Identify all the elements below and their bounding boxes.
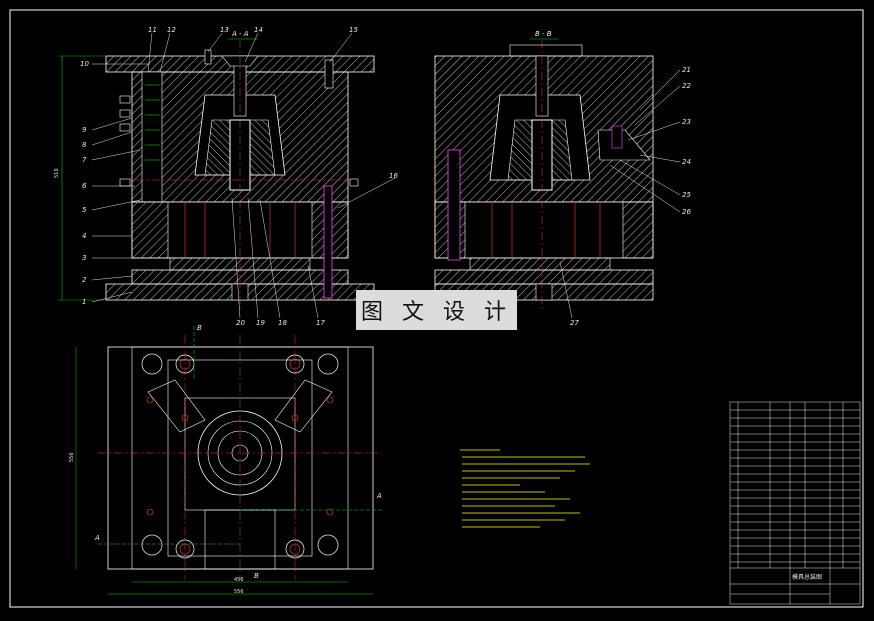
part-number: 4 xyxy=(82,232,86,240)
part-number: 22 xyxy=(682,82,691,90)
part-number: 24 xyxy=(682,158,691,166)
part-number: 12 xyxy=(167,26,176,34)
part-numbers-right: 21 22 23 24 25 26 27 xyxy=(570,66,691,327)
guide-pillar-left xyxy=(141,71,163,203)
section-mark-b: B xyxy=(197,324,202,332)
part-number: 26 xyxy=(682,208,691,216)
locating-ring xyxy=(509,44,583,57)
part-number: 23 xyxy=(682,118,691,126)
part-number: 20 xyxy=(236,319,245,327)
part-number: 3 xyxy=(82,254,86,262)
part-number: 13 xyxy=(220,26,229,34)
section-a-a: 510 A - A xyxy=(54,30,375,310)
title-block-title: 模具总装图 xyxy=(792,573,822,581)
part-number: 19 xyxy=(256,319,265,327)
part-number: 1 xyxy=(82,298,86,306)
part-number: 18 xyxy=(278,319,287,327)
plan-view: A A B B 456 556 556 xyxy=(69,324,382,595)
part-number: 2 xyxy=(82,276,87,284)
part-number: 16 xyxy=(389,172,398,180)
watermark: 图 文 设 计 xyxy=(356,290,517,330)
part-number: 8 xyxy=(82,141,87,149)
part-number: 9 xyxy=(82,126,87,134)
guide-pin-b xyxy=(447,149,461,261)
technical-notes xyxy=(460,449,590,528)
part-number: 5 xyxy=(82,206,87,214)
section-mark-b: B xyxy=(254,572,259,580)
section-label-bb: B - B xyxy=(535,30,552,38)
return-pin xyxy=(323,185,333,299)
part-number: 11 xyxy=(148,26,157,34)
part-numbers-left: 1 2 3 4 5 6 7 8 9 10 11 12 13 14 15 16 1… xyxy=(80,26,398,327)
section-b-b: B - B xyxy=(434,30,654,310)
spacer-block-left xyxy=(131,201,169,259)
part-number: 15 xyxy=(349,26,358,34)
drawing-frame xyxy=(9,9,864,608)
part-number: 25 xyxy=(682,191,691,199)
part-number: 21 xyxy=(682,66,691,74)
part-number: 10 xyxy=(80,60,89,68)
section-mark-a: A xyxy=(94,534,100,542)
dim-width-outer: 556 xyxy=(234,589,244,595)
part-number: 7 xyxy=(82,156,87,164)
part-number: 6 xyxy=(82,182,87,190)
part-number: 27 xyxy=(570,319,579,327)
leaders-right xyxy=(559,69,681,319)
dim-height-left: 510 xyxy=(54,168,60,178)
part-number: 17 xyxy=(316,319,325,327)
leaders-left xyxy=(91,32,396,319)
dim-width-inner: 456 xyxy=(234,577,244,583)
parts-list xyxy=(729,401,861,605)
dim-height-plan: 556 xyxy=(69,452,75,462)
section-mark-a: A xyxy=(376,492,382,500)
part-number: 14 xyxy=(254,26,263,34)
section-label-aa: A - A xyxy=(231,30,249,38)
